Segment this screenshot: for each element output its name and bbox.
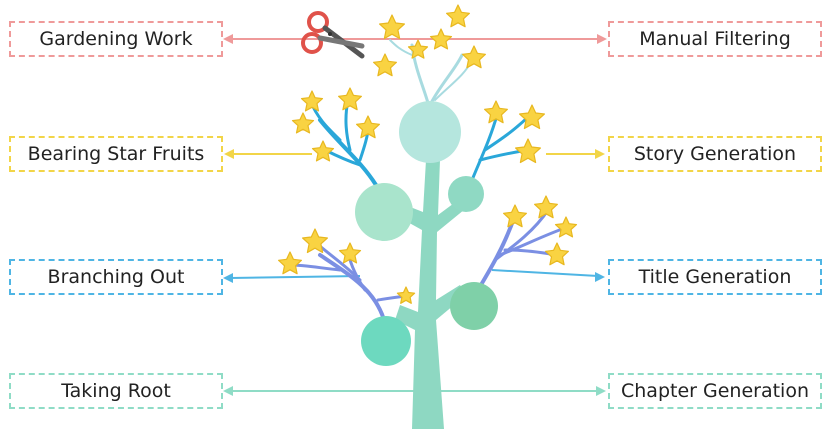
star-icon bbox=[373, 53, 397, 77]
label-title-generation: Title Generation bbox=[608, 259, 822, 295]
star-icon bbox=[338, 242, 362, 264]
star-icon bbox=[544, 242, 570, 266]
arrowhead-left-3 bbox=[223, 273, 233, 283]
star-icon bbox=[503, 204, 528, 228]
label-story-generation: Story Generation bbox=[608, 136, 822, 172]
star-icon bbox=[311, 140, 335, 162]
tree-nodes bbox=[355, 101, 498, 366]
label-gardening-work: Gardening Work bbox=[9, 21, 223, 57]
label-manual-filtering: Manual Filtering bbox=[608, 21, 822, 57]
star-icon bbox=[396, 286, 416, 304]
star-icon bbox=[291, 112, 315, 134]
arrowhead-right-4 bbox=[596, 386, 606, 396]
star-icon bbox=[379, 14, 405, 40]
star-fruits bbox=[278, 4, 578, 304]
arrowhead-left-1 bbox=[223, 34, 233, 44]
arrow-title bbox=[491, 269, 599, 277]
arrowhead-left-4 bbox=[223, 386, 233, 396]
arrowhead-right-1 bbox=[597, 34, 607, 44]
star-icon bbox=[554, 216, 578, 238]
connector-arrows bbox=[223, 34, 607, 396]
star-icon bbox=[429, 28, 453, 50]
arrowhead-right-2 bbox=[595, 149, 605, 159]
scissors-icon bbox=[301, 11, 365, 59]
star-icon bbox=[446, 4, 470, 28]
label-branching-out: Branching Out bbox=[9, 259, 223, 295]
node-mid-left bbox=[355, 183, 413, 241]
node-top bbox=[399, 101, 461, 163]
star-icon bbox=[514, 138, 542, 164]
star-icon bbox=[484, 100, 508, 124]
star-icon bbox=[533, 195, 559, 219]
label-bearing-star-fruits: Bearing Star Fruits bbox=[9, 136, 223, 172]
star-icon bbox=[302, 228, 328, 254]
node-low-left bbox=[361, 316, 411, 366]
node-low-right bbox=[450, 282, 498, 330]
star-icon bbox=[518, 104, 546, 130]
label-taking-root: Taking Root bbox=[9, 373, 223, 409]
arrowhead-right-3 bbox=[595, 272, 605, 282]
star-icon bbox=[338, 87, 362, 111]
star-icon bbox=[300, 90, 324, 112]
arrowhead-left-2 bbox=[224, 149, 234, 159]
node-mid-right bbox=[448, 176, 484, 212]
arrow-branching bbox=[229, 275, 361, 279]
tree-trunk bbox=[395, 160, 470, 429]
star-icon bbox=[462, 45, 486, 69]
star-icon bbox=[407, 39, 429, 59]
label-chapter-generation: Chapter Generation bbox=[608, 373, 822, 409]
star-icon bbox=[278, 251, 302, 275]
star-icon bbox=[356, 115, 380, 139]
